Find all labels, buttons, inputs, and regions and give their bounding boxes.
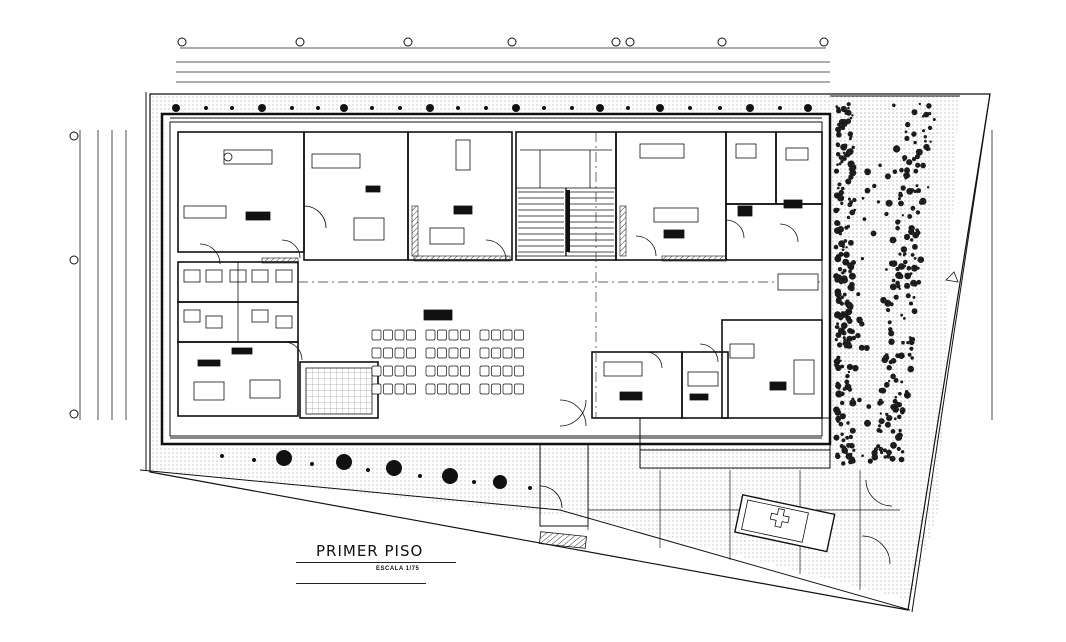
waiting-chair: [448, 347, 459, 359]
waiting-chair: [460, 383, 470, 395]
shrub: [833, 358, 841, 365]
left-dimensions: [79, 130, 127, 420]
title-underline: [296, 562, 456, 563]
shrub: [834, 409, 842, 416]
waiting-chair: [425, 383, 436, 395]
waiting-chair: [460, 365, 470, 377]
waiting-chair: [448, 383, 459, 395]
top-dimensions: [176, 47, 830, 83]
waiting-chair: [371, 329, 382, 341]
waiting-chair: [437, 347, 447, 359]
waiting-chair: [425, 329, 436, 341]
shrub: [834, 288, 842, 296]
waiting-chair: [406, 365, 416, 377]
shrub: [836, 108, 842, 114]
waiting-chair: [479, 365, 490, 377]
shrub: [835, 381, 840, 386]
shrub: [848, 459, 854, 465]
waiting-chair: [460, 329, 470, 341]
waiting-chair: [383, 383, 393, 395]
waiting-chair: [383, 329, 393, 341]
waiting-chair: [491, 347, 501, 359]
waiting-chair: [514, 383, 524, 395]
waiting-chair: [394, 347, 405, 359]
waiting-chair: [425, 365, 436, 377]
waiting-chair: [448, 365, 459, 377]
waiting-chair: [394, 365, 405, 377]
waiting-chair: [479, 383, 490, 395]
waiting-chair: [371, 383, 382, 395]
shrub: [835, 221, 841, 226]
waiting-chair: [491, 329, 501, 341]
waiting-chair: [502, 365, 513, 377]
shrub: [833, 207, 839, 214]
waiting-chair: [437, 329, 447, 341]
shrub: [918, 102, 921, 106]
shrub: [835, 452, 839, 456]
site-boundary: [149, 93, 991, 611]
scale-underline: [296, 583, 426, 584]
shrub: [834, 338, 838, 342]
waiting-chair: [479, 347, 490, 359]
drawing-scale: ESCALA 1/75: [376, 566, 420, 572]
waiting-chair: [502, 329, 513, 341]
waiting-chair: [394, 383, 405, 395]
waiting-chair: [437, 383, 447, 395]
waiting-chair: [383, 365, 393, 377]
left-grid-markers: [69, 131, 79, 419]
shrub: [836, 143, 840, 148]
drawing-title: PRIMER PISO: [316, 542, 424, 560]
waiting-chair: [491, 383, 501, 395]
shrub: [836, 322, 840, 326]
top-grid-markers: [177, 37, 829, 47]
waiting-chair: [437, 365, 447, 377]
shrub: [833, 244, 839, 250]
waiting-chair: [514, 365, 524, 377]
waiting-chair: [425, 347, 436, 359]
waiting-chair: [502, 383, 513, 395]
waiting-chair: [394, 329, 405, 341]
waiting-chair: [514, 329, 524, 341]
waiting-chair: [406, 329, 416, 341]
tree-row-top: [172, 104, 812, 112]
shrub: [835, 332, 842, 338]
shrub: [833, 168, 840, 174]
shrub: [836, 163, 839, 166]
waiting-chair: [383, 347, 393, 359]
waiting-chair: [448, 329, 459, 341]
shrub: [837, 186, 840, 190]
shrub: [833, 434, 840, 441]
waiting-chair: [406, 383, 416, 395]
waiting-chair: [371, 365, 382, 377]
waiting-chair: [479, 329, 490, 341]
shrub: [835, 105, 838, 108]
shrub: [835, 415, 842, 422]
room-furniture: [183, 139, 819, 401]
waiting-chair: [514, 347, 524, 359]
shrub: [841, 461, 846, 466]
waiting-chair: [460, 347, 470, 359]
shrub: [834, 277, 840, 283]
door-swings: [199, 205, 893, 565]
shrub: [833, 192, 841, 199]
waiting-chair: [371, 347, 382, 359]
waiting-area-chairs: [371, 329, 524, 395]
waiting-chair: [406, 347, 416, 359]
shrub: [837, 123, 841, 127]
landscape-trees-bottom: [220, 450, 532, 490]
shrub: [835, 152, 841, 157]
shrub: [846, 102, 851, 107]
ambulance: [734, 493, 836, 553]
shrub: [834, 325, 839, 329]
restrooms: [183, 262, 293, 342]
waiting-chair: [502, 347, 513, 359]
waiting-chair: [491, 365, 501, 377]
